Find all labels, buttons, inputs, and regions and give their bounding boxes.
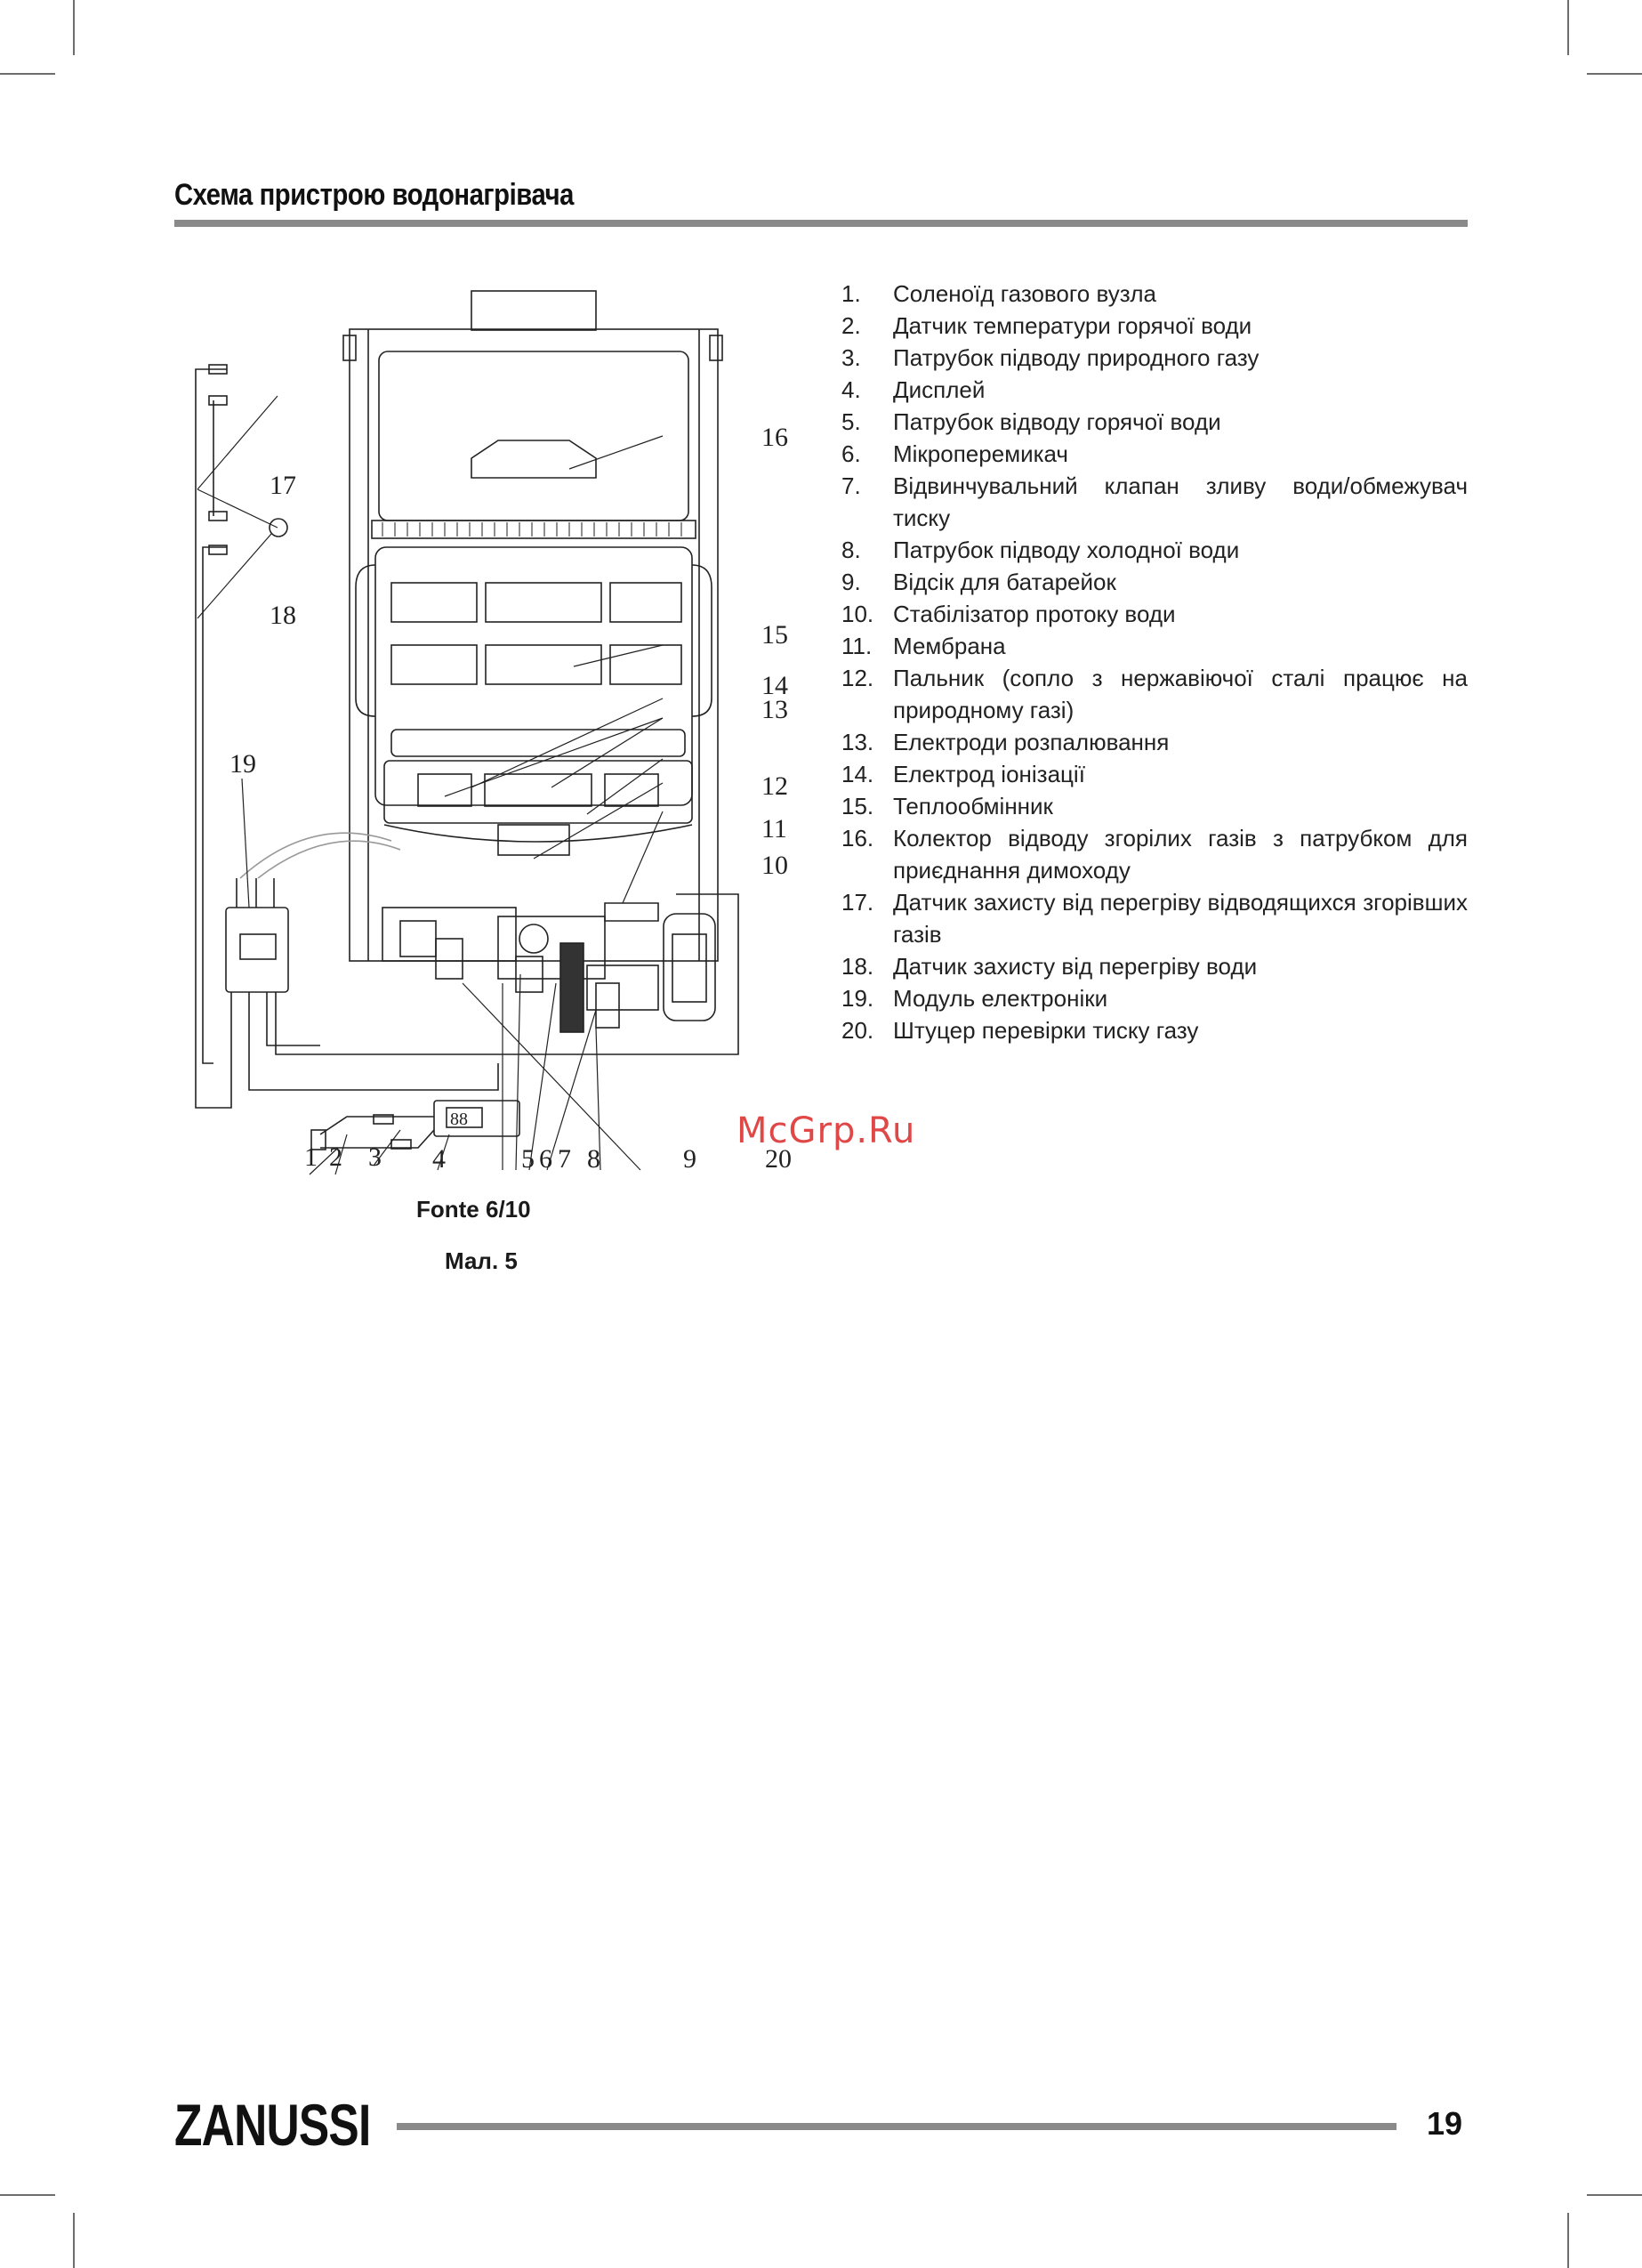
callout-7: 7	[558, 1144, 571, 1174]
callout-6: 6	[539, 1144, 552, 1174]
legend-item: 12.Пальник (сопло з нержавіючої сталі пр…	[841, 665, 1468, 723]
legend-item: 4.Дисплей	[841, 376, 986, 403]
callout-9: 9	[683, 1144, 696, 1174]
watermark: McGrp.Ru	[736, 1110, 916, 1151]
crop-mark	[0, 2194, 55, 2196]
exhaust-collector	[378, 351, 689, 521]
crop-mark	[1587, 2194, 1642, 2196]
heat-exchanger	[355, 546, 712, 806]
callout-11: 11	[761, 814, 787, 843]
legend-item: 5.Патрубок відводу горячої води	[841, 408, 1221, 435]
legend-item: 14.Електрод іонізації	[841, 761, 1085, 787]
callout-18: 18	[270, 601, 296, 630]
legend-item: 7.Відвинчувальний клапан зливу води/обме…	[841, 472, 1468, 531]
battery-compartment	[663, 913, 716, 1021]
gas-valve	[382, 902, 659, 1033]
legend-item: 17.Датчик захисту від перегріву відводящ…	[841, 889, 1468, 948]
flue-outlet	[471, 290, 597, 331]
callout-13: 13	[761, 695, 788, 724]
footer-rule	[397, 2123, 1397, 2130]
title-rule	[174, 220, 1468, 227]
electronics-module	[225, 832, 401, 993]
callout-12: 12	[761, 771, 788, 801]
legend-item: 11.Мембрана	[841, 633, 1006, 659]
display-readout: 88	[450, 1110, 468, 1129]
crop-mark	[1567, 2213, 1569, 2268]
brand-logo: ZANUSSI	[174, 2092, 371, 2158]
callout-4: 4	[432, 1144, 446, 1174]
water-heater-diagram: 88 1 2 3 4 5 6 7 8	[195, 290, 792, 1175]
legend-item: 9.Відсік для батарейок	[841, 569, 1116, 595]
legend-item: 8.Патрубок підводу холодної води	[841, 537, 1240, 563]
model-caption: Fonte 6/10	[416, 1196, 531, 1223]
component-legend: 1.Соленоїд газового вузла 2.Датчик темпе…	[841, 278, 1468, 1046]
section-title: Схема пристрою водонагрівача	[174, 178, 574, 212]
legend-item: 2.Датчик температури горячої води	[841, 312, 1252, 339]
display-panel: 88	[433, 1100, 520, 1137]
back-frame	[349, 328, 719, 962]
crop-mark	[1567, 0, 1569, 55]
callout-5: 5	[521, 1144, 535, 1174]
callout-1: 1	[304, 1142, 318, 1172]
callout-14: 14	[761, 671, 788, 700]
legend-item: 20.Штуцер перевірки тиску газу	[841, 1017, 1199, 1044]
page-number: 19	[1427, 2105, 1463, 2142]
callout-20: 20	[765, 1144, 792, 1174]
legend-item: 3.Патрубок підводу природного газу	[841, 344, 1260, 371]
callout-2: 2	[329, 1142, 342, 1172]
crop-mark	[0, 73, 55, 75]
callout-8: 8	[587, 1144, 600, 1174]
callout-19: 19	[229, 749, 256, 779]
burner	[383, 729, 693, 856]
legend-item: 1.Соленоїд газового вузла	[841, 280, 1156, 307]
callout-3: 3	[368, 1142, 382, 1172]
callout-10: 10	[761, 851, 788, 880]
crop-mark	[73, 2213, 75, 2268]
legend-item: 10.Стабілізатор протоку води	[841, 601, 1176, 627]
callout-15: 15	[761, 620, 788, 650]
legend-item: 19.Модуль електроніки	[841, 985, 1108, 1012]
callout-17: 17	[270, 471, 296, 500]
crop-mark	[1587, 73, 1642, 75]
legend-item: 13.Електроди розпалювання	[841, 729, 1170, 755]
legend-item: 16.Колектор відводу згорілих газів з пат…	[841, 825, 1468, 884]
legend-item: 15.Теплообмінник	[841, 793, 1053, 819]
crop-mark	[73, 0, 75, 55]
legend-item: 18.Датчик захисту від перегріву води	[841, 953, 1258, 980]
legend-item: 6.Мікроперемикач	[841, 440, 1068, 467]
callout-16: 16	[761, 423, 788, 452]
figure-caption: Мал. 5	[445, 1247, 518, 1274]
